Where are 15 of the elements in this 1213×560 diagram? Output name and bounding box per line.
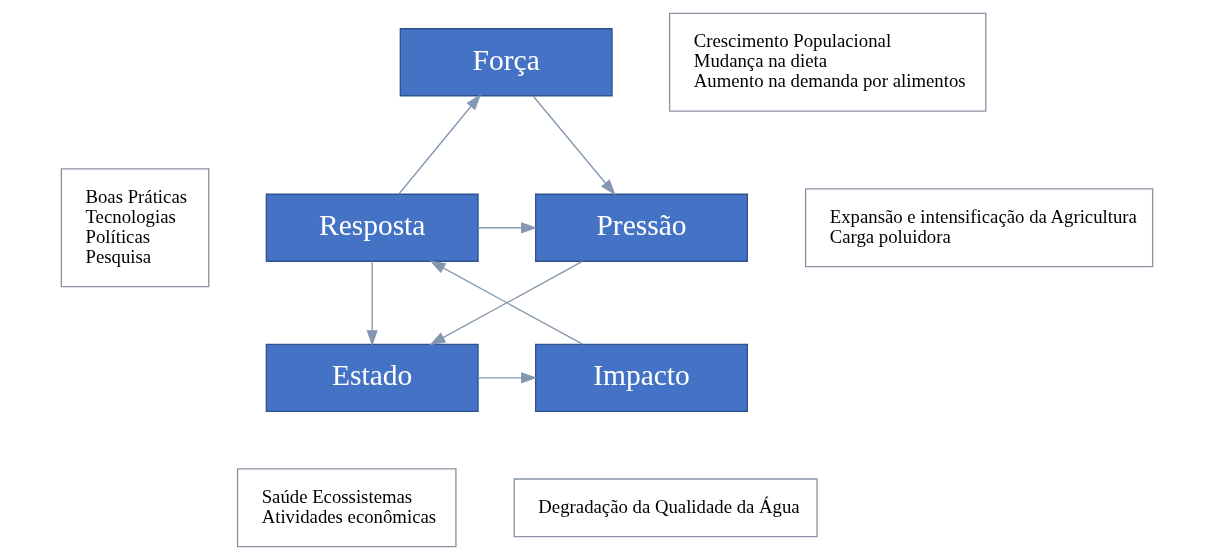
node-box: Força (399, 28, 613, 97)
arrow (531, 95, 616, 196)
node-box: Resposta (265, 193, 479, 262)
arrow (366, 260, 378, 347)
node-box: Impacto (534, 343, 748, 412)
node-box: Saúde Ecossistemas Atividades econômicas (236, 468, 457, 548)
node-box: Estado (265, 343, 479, 412)
arrow (397, 94, 481, 195)
node-box: Pressão (534, 193, 748, 262)
node-box: Boas Práticas Tecnologias Políticas Pesquisa (60, 168, 209, 288)
arrow (477, 372, 537, 384)
node-box: Crescimento Populacional Mudança na dieta Aumento na demanda por alimentos (668, 12, 986, 112)
arrow (477, 222, 537, 234)
node-box: Expansão e intensificação da Agricultura Carga poluidora (804, 188, 1153, 268)
node-box: Degradação da Qualidade da Água (513, 478, 818, 538)
